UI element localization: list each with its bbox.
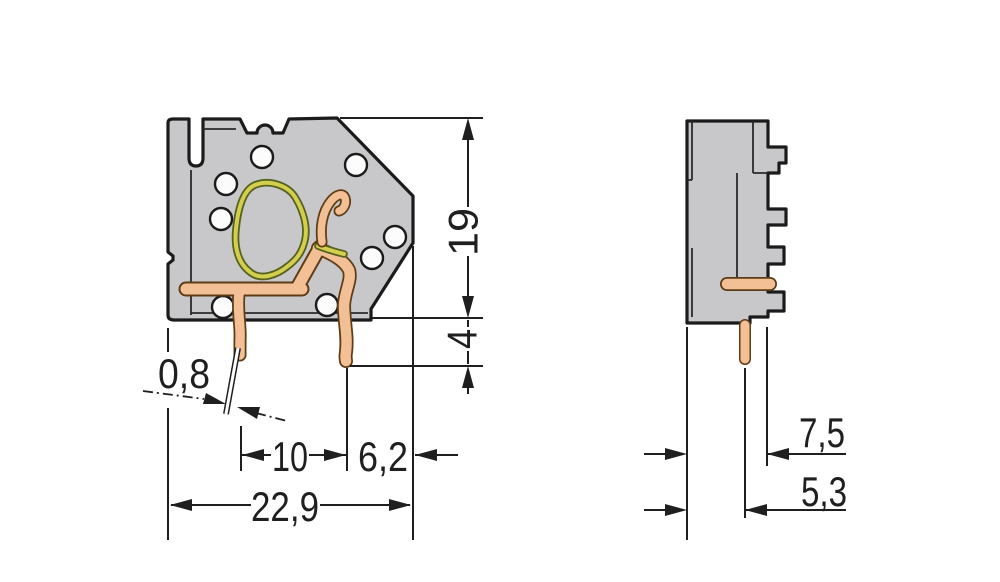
mounting-holes: [208, 144, 408, 320]
thin-pin: [224, 347, 240, 415]
clamp-finger: [317, 191, 350, 246]
hole: [359, 245, 385, 271]
clamp-spring: [231, 179, 310, 281]
front-view: [166, 116, 415, 415]
dim-label-pin-protrusion: 4: [439, 329, 486, 349]
dimensions: 19 4 0,8 10 6,2: [142, 117, 847, 540]
dimension-pin-width-0-8: 0,8: [142, 350, 288, 422]
hole: [382, 224, 408, 250]
side-view-inner-lines: [687, 121, 768, 317]
dim-label-depth: 7,5: [799, 409, 845, 456]
hole: [314, 292, 340, 318]
right-arm-pin: [312, 242, 355, 367]
dimension-overall-width-22-9: 22,9: [167, 328, 411, 540]
hole: [343, 152, 369, 178]
spring-loop: [233, 180, 308, 279]
dimension-pin-offset-5-3: 5,3: [644, 368, 847, 518]
copper-contact: [178, 239, 357, 368]
hole: [213, 171, 239, 197]
dimension-pin-pitch-10: 10: [240, 368, 348, 480]
dimension-pin-edge-6-2: 6,2: [358, 246, 458, 540]
dim-label-height: 19: [440, 208, 487, 256]
dim-label-overall-width: 22,9: [251, 483, 319, 530]
left-pin: [233, 289, 245, 360]
dim-label-pin-offset: 5,3: [801, 468, 847, 515]
dim-label-pin-width: 0,8: [158, 350, 210, 397]
dimension-depth-7-5: 7,5: [644, 327, 846, 540]
hole: [249, 144, 275, 170]
side-copper: [720, 277, 777, 365]
thin-solder-pin: [223, 347, 241, 415]
hole: [208, 206, 234, 232]
hole: [210, 294, 236, 320]
dim-label-pin-edge: 6,2: [358, 433, 408, 480]
dimension-height-19: 19: [340, 117, 487, 319]
clamp-arm: [291, 241, 326, 294]
side-view: [685, 119, 788, 365]
dimension-pin-protrusion-4: 4: [350, 320, 486, 394]
dim-label-pin-pitch: 10: [272, 433, 308, 480]
